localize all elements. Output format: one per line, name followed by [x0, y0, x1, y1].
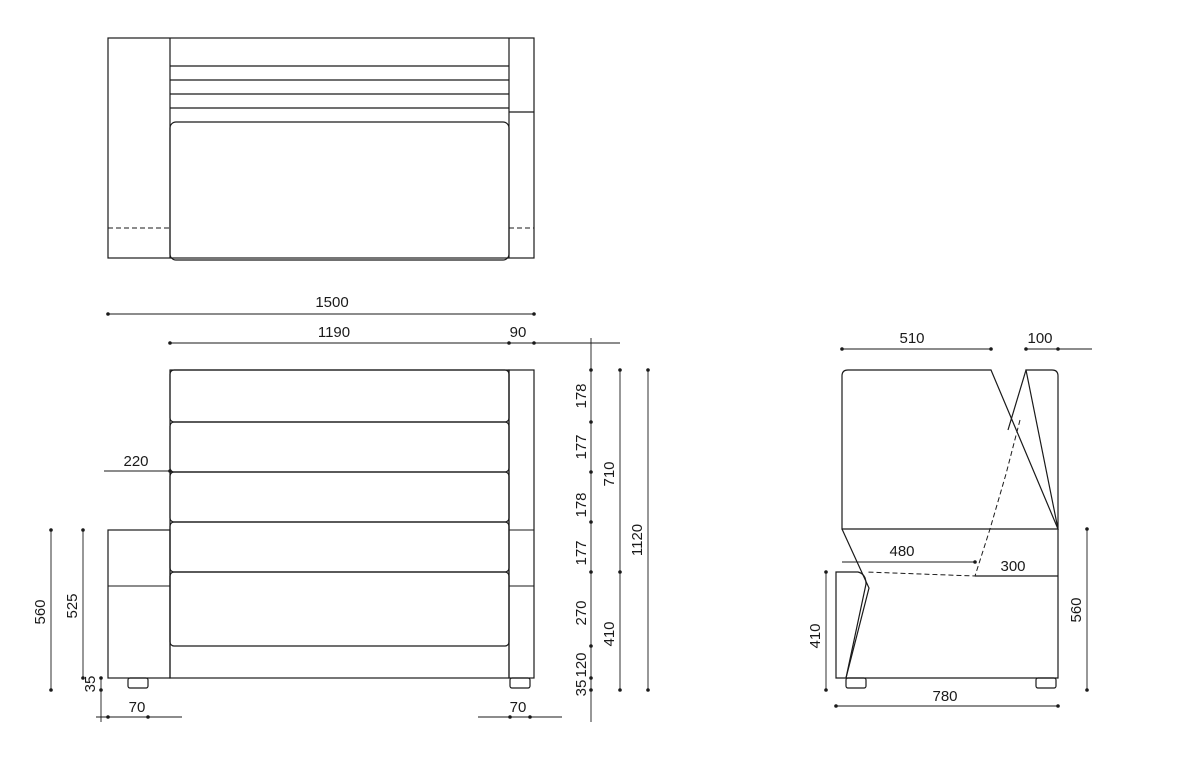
dim-100: 100: [1027, 330, 1052, 347]
dim-177-a: 177: [573, 434, 590, 459]
top-view: [107, 37, 535, 261]
dim-35-left: 35: [82, 676, 99, 693]
dim-510: 510: [899, 330, 924, 347]
dim-35-right: 35: [573, 680, 590, 697]
front-foot-left: [127, 677, 149, 689]
top-seat-cushion: [169, 121, 510, 261]
side-dashed-seat: [865, 419, 1021, 577]
left-arm: [107, 529, 171, 679]
dim-178-a: 178: [573, 383, 590, 408]
dim-560-side: 560: [1068, 597, 1085, 622]
dim-300: 300: [1000, 558, 1025, 575]
dim-90: 90: [510, 324, 527, 341]
side-view: 510 100 480 300 780 410 560: [807, 330, 1092, 708]
dim-120: 120: [573, 652, 590, 677]
dim-710: 710: [601, 461, 618, 486]
dim-178-b: 178: [573, 492, 590, 517]
seat-cushion: [169, 571, 510, 647]
right-arm: [508, 369, 535, 679]
side-foot-rear: [1035, 677, 1057, 689]
dim-177-b: 177: [573, 540, 590, 565]
dim-70-right: 70: [510, 699, 527, 716]
side-front-arm: [835, 571, 867, 679]
side-back-slant: [1007, 369, 1027, 431]
dim-410-front: 410: [601, 621, 618, 646]
front-foot-right: [509, 677, 531, 689]
side-seat-base: [841, 528, 1059, 679]
side-foot-front: [845, 677, 867, 689]
dim-1500: 1500: [315, 294, 348, 311]
back-cushion-2: [169, 421, 510, 473]
dim-1190: 1190: [318, 324, 350, 341]
dim-560-front: 560: [32, 599, 49, 624]
back-cushion-3: [169, 471, 510, 523]
dim-525: 525: [64, 593, 81, 618]
side-rear-column: [1025, 369, 1059, 530]
back-cushion-4: [169, 521, 510, 573]
front-body: [169, 369, 510, 679]
dim-410-side: 410: [807, 623, 824, 648]
dim-1120: 1120: [629, 524, 646, 556]
top-view-outline: [107, 37, 535, 259]
front-view: 1500 1190 90 220 70 70 560 525 35 178 17…: [32, 294, 650, 722]
dim-270: 270: [573, 600, 590, 625]
dim-220: 220: [123, 453, 148, 470]
side-back-panel: [841, 369, 1059, 530]
dim-480: 480: [889, 543, 914, 560]
dim-70-left: 70: [129, 699, 146, 716]
dim-780: 780: [932, 688, 957, 705]
back-cushion-1: [169, 369, 510, 423]
